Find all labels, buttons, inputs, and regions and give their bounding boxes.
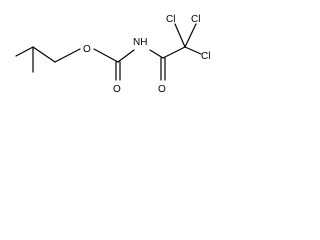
atom-o-carbamate: O [113, 84, 121, 95]
bond-c-cl-left [174, 23, 186, 48]
bond-acyl-ccl3 [162, 46, 186, 59]
chemical-structure: O NH O O Cl Cl Cl [15, 14, 210, 95]
bond-methyl-upper [15, 46, 34, 57]
bond-c-cl-lower [184, 46, 202, 55]
atom-o-amide: O [158, 84, 166, 95]
atom-cl-lower: Cl [201, 51, 210, 62]
atom-o-ester: O [83, 44, 91, 55]
bond-c-cl-right [184, 23, 197, 48]
bond-methine-ch2 [32, 46, 56, 63]
atom-nh: NH [133, 37, 147, 48]
atom-cl-right: Cl [191, 14, 200, 25]
bond-oxygen-carbonyl [93, 48, 119, 63]
bond-nh-acyl [149, 49, 164, 59]
atom-cl-left: Cl [166, 14, 175, 25]
bond-ch2-oxygen [54, 48, 81, 63]
bond-carbonyl-nh [117, 49, 135, 63]
